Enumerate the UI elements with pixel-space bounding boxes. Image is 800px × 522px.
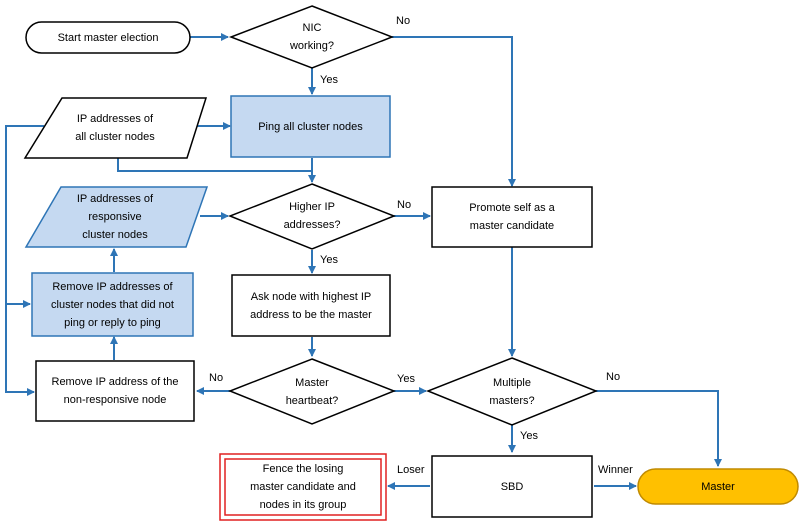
remove-nonresp-process xyxy=(35,360,195,422)
label-higher-yes: Yes xyxy=(320,254,338,266)
nic-decision xyxy=(228,5,395,69)
label-heartbeat-yes: Yes xyxy=(397,373,415,385)
ping-all-process xyxy=(230,95,391,158)
ip-responsive-data xyxy=(24,186,209,248)
start-terminal xyxy=(25,21,191,54)
edge-nic-no-to-promote xyxy=(392,36,516,187)
promote-process xyxy=(431,186,593,248)
fence-process-inner xyxy=(224,458,382,516)
label-heartbeat-no: No xyxy=(209,372,224,384)
label-sbd-loser: Loser xyxy=(397,464,425,476)
label-nic-no: No xyxy=(396,15,411,27)
label-nic-yes: Yes xyxy=(320,74,338,86)
edge-ipall-to-higher xyxy=(117,158,312,172)
label-multiple-no: No xyxy=(606,371,621,383)
edge-multiple-no-to-master xyxy=(596,390,722,467)
ip-all-data xyxy=(23,97,208,159)
master-terminal xyxy=(637,468,799,505)
sbd-process xyxy=(431,455,593,518)
edge-loop-to-remove-nonresp xyxy=(5,304,35,396)
remove-nonping-process xyxy=(31,272,194,337)
higher-ip-decision xyxy=(227,183,397,250)
label-multiple-yes: Yes xyxy=(520,430,538,442)
label-sbd-winner: Winner xyxy=(598,464,633,476)
heartbeat-decision xyxy=(227,358,397,425)
label-higher-no: No xyxy=(397,199,412,211)
multiple-masters-decision xyxy=(425,357,599,426)
ask-highest-process xyxy=(231,274,391,337)
edge-ipall-loop xyxy=(5,125,44,308)
